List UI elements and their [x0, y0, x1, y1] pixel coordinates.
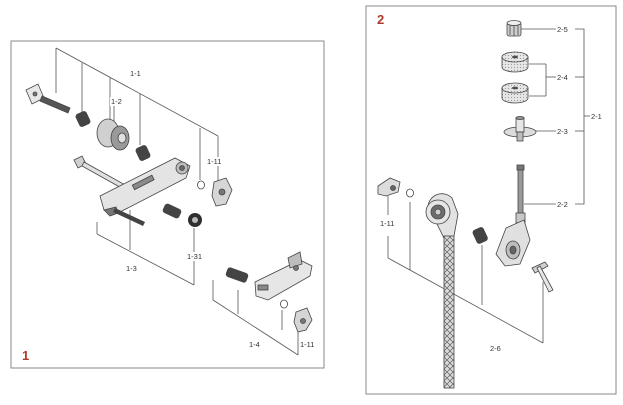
spring-part [162, 203, 182, 219]
washer-part [197, 180, 205, 190]
knurled-nut-part [506, 20, 522, 37]
callout-label: 1-1 [130, 69, 141, 78]
panel-2-number: 2 [377, 12, 384, 27]
panel-2-frame [365, 5, 617, 395]
callout-label: 1-4 [249, 340, 260, 349]
chain-sprocket-part [425, 193, 459, 389]
callout-label: 1-11 [300, 340, 314, 349]
callout-label: 1-31 [187, 252, 202, 261]
panel-2-labels: 2-5 2-4 2-1 2-3 2-2 1-11 2-6 [379, 25, 602, 353]
callout-label: 1-3 [126, 264, 137, 273]
callout-label: 2-2 [557, 200, 568, 209]
cymbal-rod-part [495, 164, 531, 267]
spring-part [75, 111, 91, 127]
callout-label: 2-4 [557, 73, 568, 82]
callout-label: 1-11 [380, 219, 394, 228]
felt-holder-part [503, 116, 537, 142]
spring-part [225, 267, 249, 283]
bolt-part [531, 261, 554, 293]
callout-label: 2-3 [557, 127, 568, 136]
callout-label: 2-1 [591, 112, 602, 121]
panel-1-leaders [55, 47, 299, 356]
thumb-screw-part [25, 83, 71, 114]
panel-2: 2 [365, 5, 617, 395]
panel-1: 1 [10, 40, 325, 369]
wing-nut-part [377, 177, 401, 197]
pin-part [113, 208, 145, 226]
panel-1-labels: 1-1 1-2 1-11 1-3 1-31 1-4 1-11 [110, 69, 317, 349]
bearing-part [96, 118, 130, 151]
felt-washer-part [501, 51, 529, 73]
felt-washer-part [501, 82, 529, 104]
spring-part [472, 227, 488, 244]
beater-arm-part [99, 157, 191, 217]
callout-label: 1-11 [207, 157, 221, 166]
bracket-part [254, 251, 313, 301]
callout-label: 1-2 [111, 97, 122, 106]
spring-part [135, 145, 151, 161]
nut-part [188, 213, 202, 227]
callout-label: 2-6 [490, 344, 501, 353]
callout-label: 2-5 [557, 25, 568, 34]
panel-1-number: 1 [22, 348, 29, 363]
washer-part [406, 188, 414, 198]
wing-nut-part [293, 307, 313, 333]
panel-2-leaders [387, 28, 590, 344]
wing-nut-part [211, 177, 233, 207]
washer-part [280, 299, 288, 309]
